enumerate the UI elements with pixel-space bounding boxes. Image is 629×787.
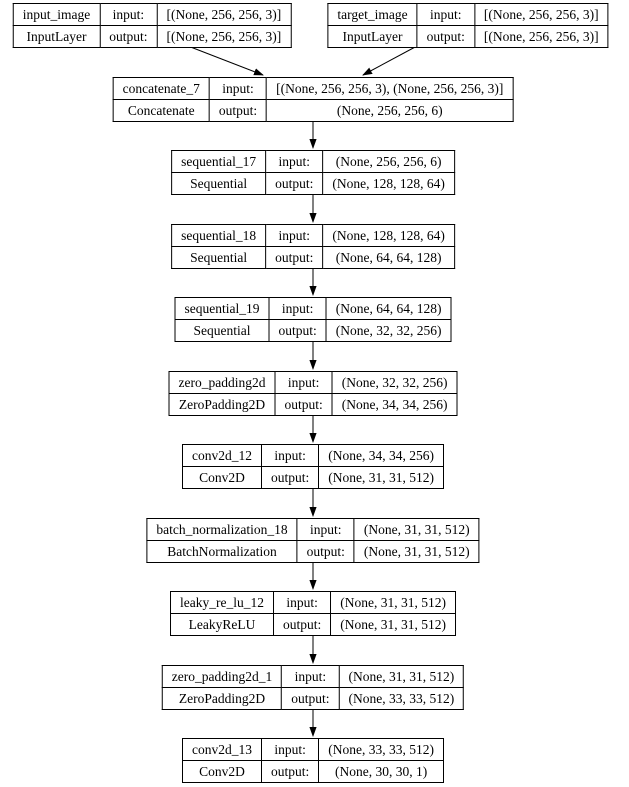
input-shape: (None, 32, 32, 256)	[331, 371, 458, 394]
layer-type: Concatenate	[112, 99, 210, 122]
output-shape: (None, 32, 32, 256)	[325, 319, 452, 342]
output-label: output:	[260, 760, 320, 783]
input-label: input:	[260, 738, 320, 761]
input-shape: (None, 31, 31, 512)	[330, 591, 456, 614]
layer-name: conv2d_13	[182, 738, 262, 761]
input-shape: (None, 31, 31, 512)	[338, 665, 465, 688]
output-shape: (None, 128, 128, 64)	[322, 172, 455, 195]
output-label: output:	[416, 25, 475, 48]
layer-type: LeakyReLU	[170, 613, 274, 636]
output-shape: (None, 30, 30, 1)	[318, 760, 444, 783]
layer-type: BatchNormalization	[146, 540, 298, 563]
layer-name: zero_padding2d_1	[161, 665, 283, 688]
output-label: output:	[99, 25, 158, 48]
output-shape: (None, 31, 31, 512)	[318, 466, 444, 489]
input-label: input:	[416, 3, 475, 26]
output-shape: (None, 31, 31, 512)	[353, 540, 480, 563]
edge-input_image-concatenate_7	[187, 45, 264, 76]
input-shape: [(None, 256, 256, 3), (None, 256, 256, 3…	[266, 77, 514, 100]
output-label: output:	[296, 540, 355, 563]
layer-type: InputLayer	[12, 25, 101, 48]
layer-name: input_image	[12, 3, 101, 26]
output-shape: (None, 31, 31, 512)	[330, 613, 456, 636]
edge-target_image-concatenate_7	[362, 45, 418, 76]
layer-type: Sequential	[174, 319, 270, 342]
output-label: output:	[272, 613, 332, 636]
output-shape: [(None, 256, 256, 3)]	[156, 25, 292, 48]
layer-name: batch_normalization_18	[146, 518, 298, 541]
input-shape: [(None, 256, 256, 3)]	[473, 3, 609, 26]
output-shape: (None, 256, 256, 6)	[266, 99, 514, 122]
layer-type: Sequential	[171, 246, 267, 269]
output-shape: (None, 64, 64, 128)	[322, 246, 455, 269]
layer-type: InputLayer	[327, 25, 418, 48]
layer-name: sequential_19	[174, 297, 270, 320]
input-shape: [(None, 256, 256, 3)]	[156, 3, 292, 26]
output-label: output:	[268, 319, 327, 342]
layer-name: sequential_17	[171, 150, 267, 173]
input-shape: (None, 31, 31, 512)	[353, 518, 480, 541]
layer-type: ZeroPadding2D	[161, 687, 283, 710]
output-shape: (None, 34, 34, 256)	[331, 393, 458, 416]
output-label: output:	[265, 172, 324, 195]
input-shape: (None, 33, 33, 512)	[318, 738, 444, 761]
layer-name: concatenate_7	[112, 77, 210, 100]
layer-name: target_image	[327, 3, 418, 26]
output-shape: [(None, 256, 256, 3)]	[473, 25, 609, 48]
layer-type: Sequential	[171, 172, 267, 195]
layer-type: Conv2D	[182, 760, 262, 783]
input-shape: (None, 34, 34, 256)	[318, 444, 444, 467]
input-label: input:	[268, 297, 327, 320]
input-label: input:	[274, 371, 333, 394]
input-shape: (None, 64, 64, 128)	[325, 297, 452, 320]
layer-name: sequential_18	[171, 224, 267, 247]
layer-type: Conv2D	[182, 466, 262, 489]
input-label: input:	[265, 224, 324, 247]
output-shape: (None, 33, 33, 512)	[338, 687, 465, 710]
output-label: output:	[208, 99, 268, 122]
input-label: input:	[296, 518, 355, 541]
layer-name: zero_padding2d	[168, 371, 276, 394]
input-label: input:	[99, 3, 158, 26]
output-label: output:	[274, 393, 333, 416]
input-shape: (None, 256, 256, 6)	[322, 150, 455, 173]
input-label: input:	[208, 77, 268, 100]
layer-name: conv2d_12	[182, 444, 262, 467]
output-label: output:	[281, 687, 340, 710]
input-label: input:	[272, 591, 332, 614]
input-label: input:	[260, 444, 320, 467]
output-label: output:	[260, 466, 320, 489]
input-label: input:	[265, 150, 324, 173]
layer-name: leaky_re_lu_12	[170, 591, 274, 614]
input-shape: (None, 128, 128, 64)	[322, 224, 455, 247]
input-label: input:	[281, 665, 340, 688]
layer-type: ZeroPadding2D	[168, 393, 276, 416]
output-label: output:	[265, 246, 324, 269]
